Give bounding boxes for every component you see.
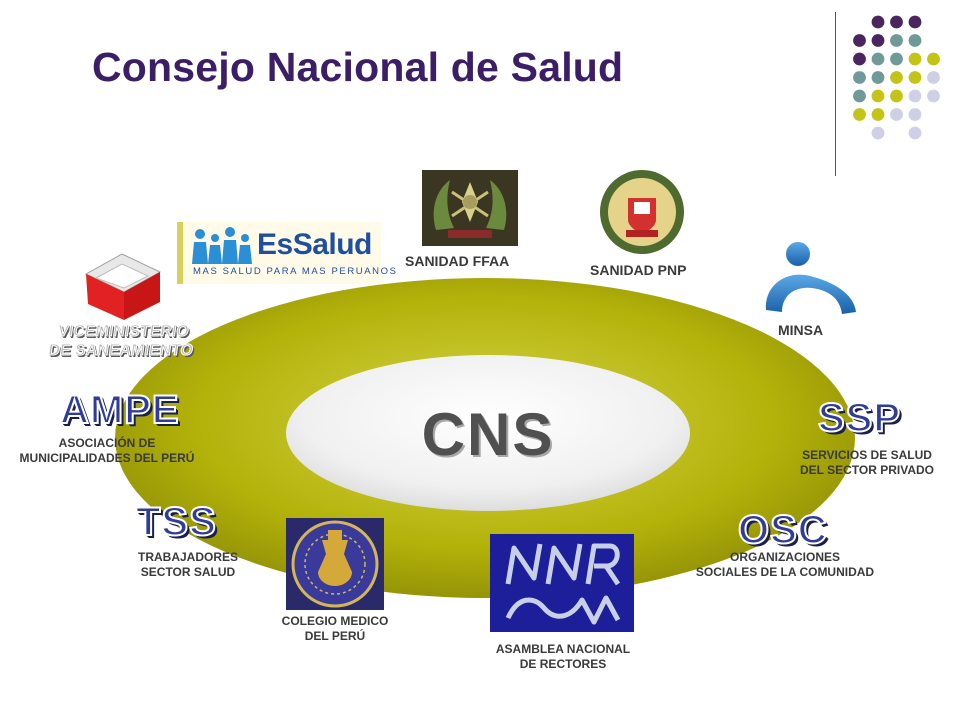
colegio-line2: DEL PERÚ bbox=[304, 629, 366, 643]
tss-acronym: TSS bbox=[135, 499, 217, 545]
tss-label: TRABAJADORES SECTOR SALUD bbox=[124, 550, 252, 580]
colegio-medico-label: COLEGIO MEDICO DEL PERÚ bbox=[266, 614, 404, 644]
decorative-divider-line bbox=[835, 12, 836, 176]
inner-ellipse bbox=[286, 355, 690, 511]
sanidad-pnp-emblem-icon bbox=[598, 168, 690, 256]
tss-line1: TRABAJADORES bbox=[137, 550, 238, 564]
decorative-dot bbox=[871, 15, 885, 29]
ssp-line1: SERVICIOS DE SALUD bbox=[802, 448, 932, 462]
ssp-acronym: SSP bbox=[817, 395, 902, 441]
decorative-dot bbox=[908, 52, 922, 66]
decorative-dot bbox=[890, 34, 903, 47]
colegio-medico-emblem-icon bbox=[286, 518, 384, 610]
decorative-dot bbox=[853, 108, 866, 121]
decorative-dot bbox=[890, 15, 903, 29]
essalud-brand: EsSalud bbox=[257, 228, 372, 261]
viceministerio-logo-icon bbox=[80, 250, 164, 324]
decorative-dot bbox=[890, 71, 903, 84]
sanidad-ffaa-emblem-icon bbox=[422, 170, 518, 246]
minsa-label: MINSA bbox=[778, 322, 824, 338]
essalud-tagline: MAS SALUD PARA MAS PERUANOS bbox=[193, 266, 398, 277]
decorative-dot bbox=[871, 71, 885, 84]
ampe-label: ASOCIACIÓN DE MUNICIPALIDADES DEL PERÚ bbox=[8, 436, 206, 466]
ampe-acronym: AMPE bbox=[59, 387, 180, 433]
anr-logo-icon bbox=[490, 534, 634, 632]
sanidad-ffaa-label: SANIDAD FFAA bbox=[405, 253, 510, 269]
decorative-dot bbox=[871, 34, 885, 47]
viceministerio-line1: VICEMINISTERIO bbox=[56, 323, 190, 341]
decorative-dot bbox=[871, 126, 885, 140]
decorative-dot bbox=[853, 34, 866, 47]
decorative-dot bbox=[871, 52, 885, 66]
decorative-dot bbox=[908, 126, 922, 140]
osc-label: ORGANIZACIONES SOCIALES DE LA COMUNIDAD bbox=[680, 550, 890, 580]
center-label: CNS bbox=[421, 401, 555, 468]
decorative-dot bbox=[853, 52, 866, 66]
anr-line2: DE RECTORES bbox=[519, 657, 607, 671]
decorative-dot bbox=[908, 34, 922, 47]
viceministerio-label: VICEMINISTERIO DE SANEAMIENTO bbox=[27, 322, 216, 360]
ampe-line2: MUNICIPALIDADES DEL PERÚ bbox=[19, 451, 195, 465]
decorative-dot bbox=[927, 89, 940, 103]
colegio-line1: COLEGIO MEDICO bbox=[281, 614, 389, 628]
decorative-dot bbox=[853, 71, 866, 84]
osc-acronym: OSC bbox=[737, 507, 828, 553]
decorative-dot bbox=[871, 108, 885, 121]
decorative-dot bbox=[890, 89, 903, 103]
decorative-dot bbox=[908, 108, 922, 121]
decorative-dot bbox=[908, 15, 922, 29]
decorative-dot bbox=[871, 89, 885, 103]
anr-line1: ASAMBLEA NACIONAL bbox=[495, 642, 631, 656]
tss-line2: SECTOR SALUD bbox=[140, 565, 236, 579]
decorative-dot-grid bbox=[853, 15, 940, 140]
decorative-dot bbox=[927, 71, 940, 84]
essalud-logo: EsSalud MAS SALUD PARA MAS PERUANOS bbox=[177, 222, 396, 284]
ssp-line2: DEL SECTOR PRIVADO bbox=[799, 463, 935, 477]
decorative-dot bbox=[908, 89, 922, 103]
decorative-dot bbox=[927, 52, 940, 66]
minsa-logo-icon bbox=[765, 242, 856, 314]
decorative-dot bbox=[890, 108, 903, 121]
osc-line2: SOCIALES DE LA COMUNIDAD bbox=[695, 565, 875, 579]
page-title: Consejo Nacional de Salud bbox=[92, 44, 624, 90]
anr-label: ASAMBLEA NACIONAL DE RECTORES bbox=[478, 642, 648, 672]
decorative-dot bbox=[908, 71, 922, 84]
osc-line1: ORGANIZACIONES bbox=[729, 550, 840, 564]
ssp-label: SERVICIOS DE SALUD DEL SECTOR PRIVADO bbox=[782, 448, 952, 478]
decorative-dot bbox=[853, 89, 866, 103]
viceministerio-line2: DE SANEAMIENTO bbox=[47, 342, 195, 360]
sanidad-pnp-label: SANIDAD PNP bbox=[590, 262, 687, 278]
family-figures-icon bbox=[192, 227, 252, 264]
ampe-line1: ASOCIACIÓN DE bbox=[58, 436, 156, 450]
decorative-dot bbox=[890, 52, 903, 66]
